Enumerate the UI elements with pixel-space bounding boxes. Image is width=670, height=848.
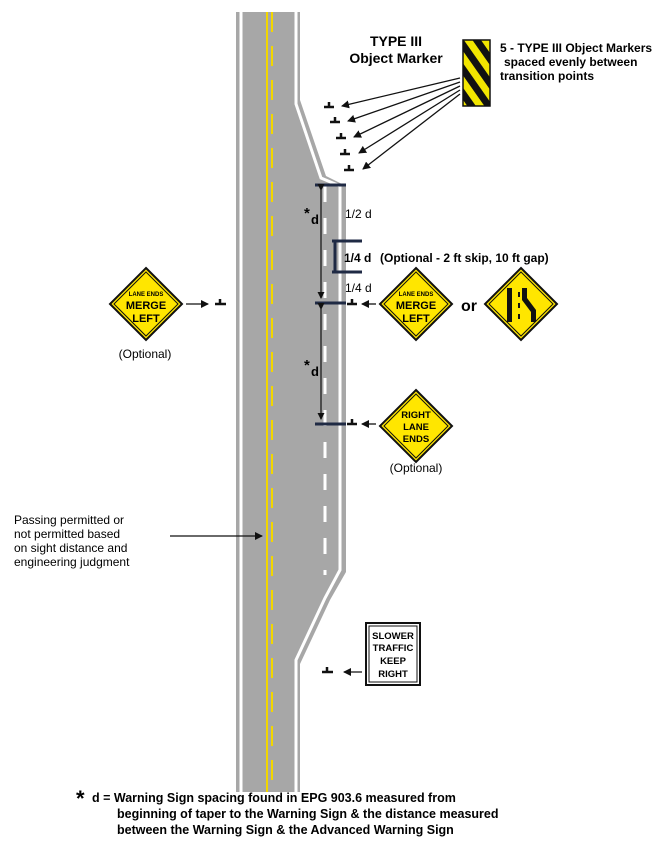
- svg-text:RIGHT: RIGHT: [378, 669, 408, 680]
- right-lane-ends-post: [347, 419, 357, 426]
- right-lane-ends-sign: RIGHT LANE ENDS: [378, 388, 454, 464]
- passing-note-line2: not permitted based: [14, 527, 120, 541]
- footnote-line2: beginning of taper to the Warning Sign &…: [117, 807, 499, 821]
- left-lane-ends-merge-left-sign: LANE ENDS MERGE LEFT: [108, 266, 184, 342]
- object-marker-note-line1: 5 - TYPE III Object Markers: [500, 41, 652, 55]
- or-label: or: [461, 298, 477, 315]
- optional-right-label: (Optional): [390, 461, 443, 475]
- svg-text:LANE ENDS: LANE ENDS: [129, 292, 164, 298]
- road-surface: [236, 12, 346, 792]
- footnote-line3: between the Warning Sign & the Advanced …: [117, 823, 454, 837]
- svg-text:KEEP: KEEP: [380, 656, 407, 667]
- object-marker-subtitle: Object Marker: [349, 50, 443, 66]
- centerline: [266, 12, 273, 792]
- object-marker-posts: [324, 102, 354, 172]
- footnote-star: *: [76, 786, 85, 811]
- asterisk-d-lower-star: *: [304, 357, 310, 374]
- optional-left-label: (Optional): [119, 347, 172, 361]
- object-marker-title: TYPE III: [370, 33, 422, 49]
- slower-traffic-keep-right-sign: SLOWER TRAFFIC KEEP RIGHT: [365, 622, 421, 686]
- svg-text:ENDS: ENDS: [403, 434, 429, 445]
- passing-note-line3: on sight distance and: [14, 541, 127, 555]
- right-lane-ends-merge-left-sign: LANE ENDS MERGE LEFT: [378, 266, 454, 342]
- slower-traffic-post: [322, 667, 333, 674]
- svg-text:TRAFFIC: TRAFFIC: [373, 643, 414, 654]
- svg-text:LANE ENDS: LANE ENDS: [399, 292, 434, 298]
- passing-note-line1: Passing permitted or: [14, 513, 124, 527]
- svg-text:LANE: LANE: [403, 422, 429, 433]
- asterisk-d-upper-star: *: [304, 205, 310, 222]
- type-iii-object-marker-sign: [462, 39, 491, 107]
- svg-text:SLOWER: SLOWER: [372, 631, 414, 642]
- right-edge-line: [294, 12, 342, 792]
- footnote-line1: d = Warning Sign spacing found in EPG 90…: [92, 791, 456, 805]
- object-marker-note-line2: spaced evenly between: [504, 55, 637, 69]
- lane-reduction-symbol-sign: [483, 266, 559, 342]
- quarter-d-label: 1/4 d: [345, 281, 372, 295]
- passing-note-line4: engineering judgment: [14, 555, 130, 569]
- right-sign-post: [347, 299, 357, 306]
- optional-skip-label: (Optional - 2 ft skip, 10 ft gap): [380, 251, 549, 265]
- half-d-label: 1/2 d: [345, 207, 372, 221]
- d-lower: d: [311, 364, 319, 379]
- svg-text:MERGE: MERGE: [126, 300, 166, 312]
- svg-text:RIGHT: RIGHT: [401, 410, 431, 421]
- svg-text:LEFT: LEFT: [132, 313, 160, 325]
- svg-text:MERGE: MERGE: [396, 300, 436, 312]
- d-upper: d: [311, 212, 319, 227]
- object-marker-note-line3: transition points: [500, 69, 594, 83]
- roadway: [236, 12, 346, 792]
- svg-text:LEFT: LEFT: [402, 313, 430, 325]
- quarter-d-bold-label: 1/4 d: [344, 251, 371, 265]
- left-sign-post: [215, 299, 226, 306]
- object-marker-arrows: [341, 77, 461, 170]
